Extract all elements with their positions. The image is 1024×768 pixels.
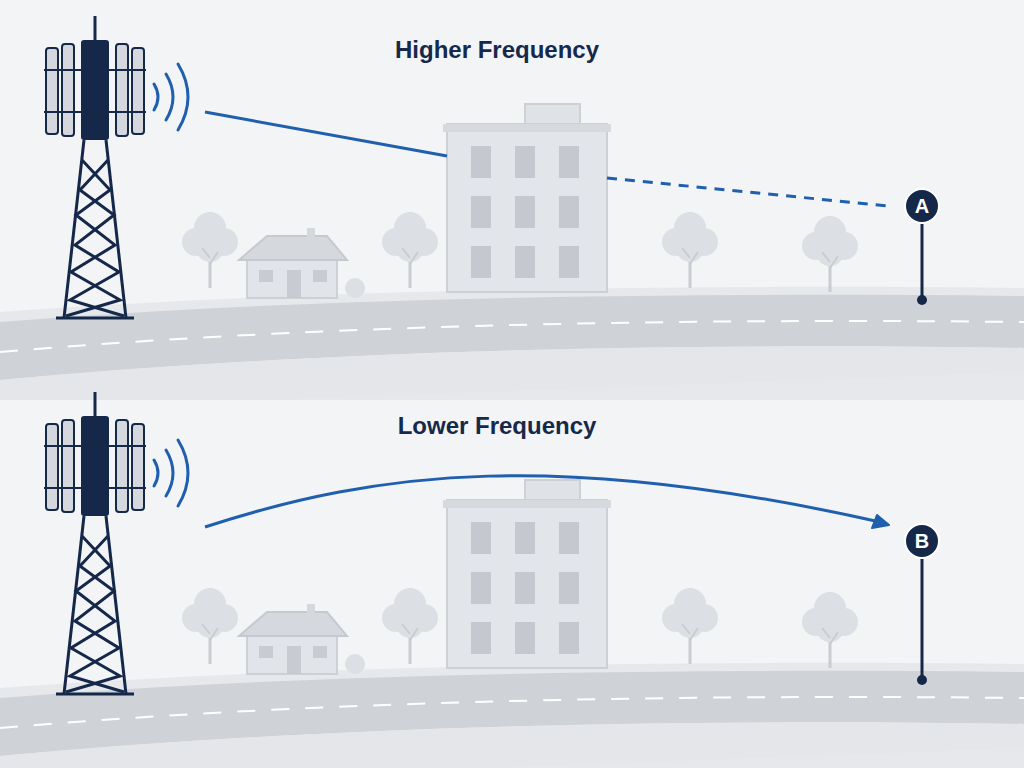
- marker-letter: B: [915, 531, 929, 551]
- marker-letter: A: [915, 196, 929, 216]
- panel-heading: Lower Frequency: [398, 412, 597, 440]
- panel-heading: Higher Frequency: [395, 36, 599, 64]
- location-marker: B: [904, 523, 940, 559]
- location-marker: A: [904, 188, 940, 224]
